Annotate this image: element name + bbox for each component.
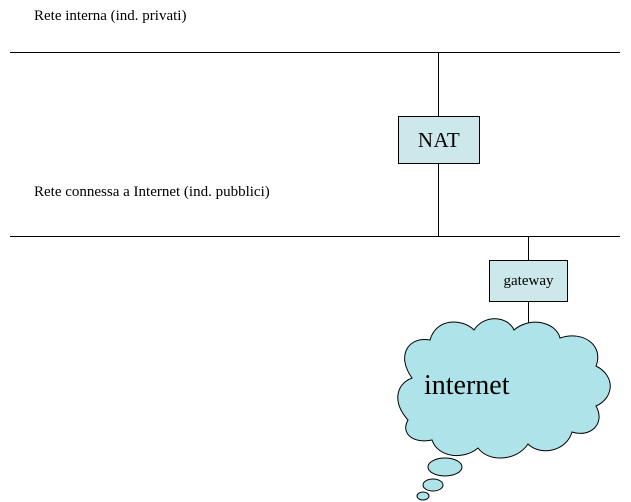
internal-network-bus	[10, 52, 620, 53]
connected-network-label: Rete connessa a Internet (ind. pubblici)	[34, 184, 270, 200]
gateway-node-label: gateway	[503, 272, 554, 289]
thought-bubble-2	[422, 478, 444, 492]
nat-node: NAT	[398, 116, 480, 164]
connected-network-bus	[10, 236, 620, 237]
gateway-uplink	[528, 236, 529, 260]
cloud-shape	[397, 318, 611, 459]
thought-bubble-3	[416, 491, 430, 501]
gateway-node: gateway	[489, 260, 568, 302]
internal-network-label: Rete interna (ind. privati)	[34, 8, 187, 24]
thought-bubble-1	[427, 457, 463, 477]
gateway-downlink	[528, 302, 529, 326]
nat-uplink	[438, 52, 439, 116]
internet-cloud-label: internet	[424, 370, 510, 401]
nat-downlink	[438, 164, 439, 236]
nat-node-label: NAT	[417, 127, 461, 152]
